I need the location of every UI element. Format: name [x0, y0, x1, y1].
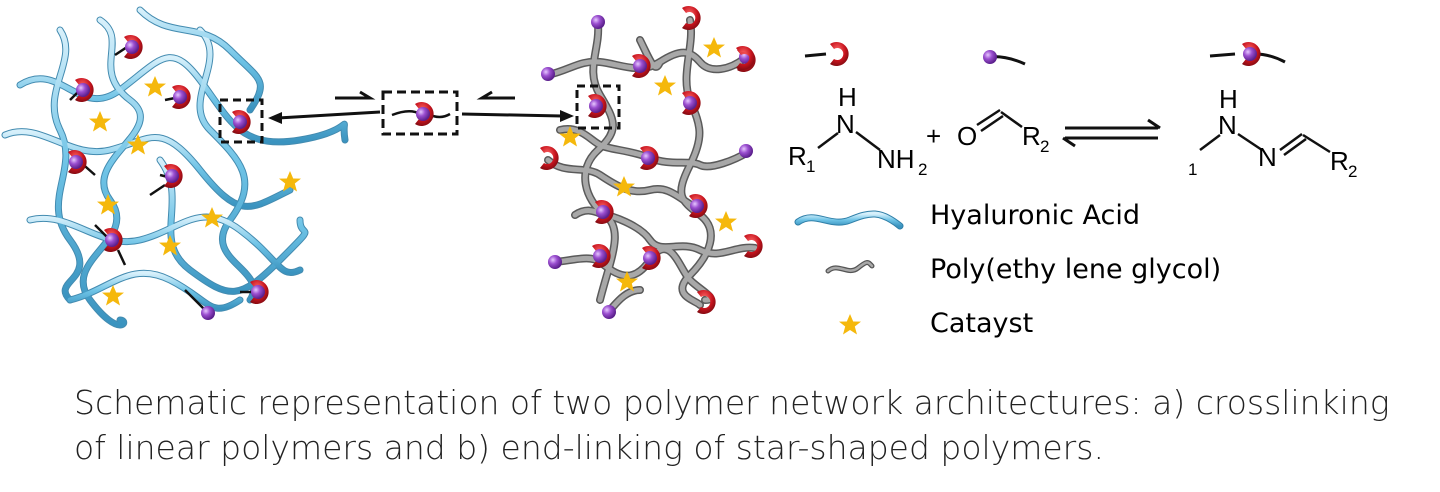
polymer-network-schematic: R 1 N H NH 2 + O R 2 1	[1, 6, 1357, 339]
aldehyde-end-icon	[983, 50, 1026, 66]
svg-text:R: R	[1330, 146, 1349, 176]
linear-polymer-network	[1, 6, 349, 329]
legend: Hyaluronic Acid Poly(ethy lene glycol) C…	[794, 200, 1221, 339]
svg-text:N: N	[1258, 142, 1277, 172]
svg-text:N: N	[836, 109, 855, 139]
plus-sign: +	[926, 121, 941, 151]
svg-text:Catayst: Catayst	[930, 308, 1033, 339]
zoom-box-center	[381, 90, 459, 136]
aldehyde-structure: O R 2	[957, 108, 1049, 156]
hydrazide-end-icon	[804, 42, 849, 66]
r1-label: R	[788, 141, 807, 171]
svg-text:2: 2	[1040, 137, 1049, 156]
legend-item-hyaluronic-acid: Hyaluronic Acid	[794, 200, 1140, 231]
svg-text:1: 1	[806, 157, 815, 176]
crosslink-bead	[232, 110, 251, 134]
caption-line-2: of linear polymers and b) end-linking of…	[74, 428, 1104, 467]
svg-text:Hyaluronic Acid: Hyaluronic Acid	[930, 200, 1140, 231]
zoom-box-left	[218, 98, 264, 144]
star-icon	[839, 314, 861, 335]
svg-text:2: 2	[1348, 162, 1357, 181]
zoom-equilibrium	[268, 90, 574, 136]
svg-text:O: O	[957, 121, 977, 151]
star-polymer-network	[540, 6, 763, 319]
crosslink-bead	[250, 280, 269, 304]
crosslink-bead	[124, 35, 143, 59]
crosslink-bead	[104, 228, 123, 252]
svg-text:H: H	[1219, 84, 1238, 114]
svg-text:H: H	[838, 82, 857, 112]
reaction-scheme: R 1 N H NH 2 + O R 2 1	[788, 42, 1357, 181]
zoom-box-right	[575, 84, 621, 130]
svg-text:1: 1	[1188, 160, 1197, 179]
hydrazone-bond-icon	[1209, 42, 1286, 66]
hydrazine-structure: R 1 N H NH 2 +	[788, 82, 941, 179]
equilibrium-arrows	[1062, 118, 1161, 148]
figure-caption: Schematic representation of two polymer …	[74, 380, 1414, 470]
aldehyde-end	[201, 306, 215, 320]
svg-text:N: N	[1218, 110, 1237, 140]
crosslink-bead	[164, 164, 183, 188]
hydrazone-structure: 1 N H N R 2	[1188, 84, 1357, 181]
caption-line-1: Schematic representation of two polymer …	[74, 383, 1390, 422]
svg-text:Poly(ethy lene glycol): Poly(ethy lene glycol)	[930, 254, 1221, 285]
legend-item-peg: Poly(ethy lene glycol)	[825, 254, 1221, 285]
svg-text:R: R	[1022, 121, 1041, 151]
crosslink-bead	[172, 85, 191, 109]
svg-text:NH: NH	[877, 144, 915, 174]
svg-text:2: 2	[918, 160, 927, 179]
legend-item-catalyst: Catayst	[839, 308, 1033, 339]
